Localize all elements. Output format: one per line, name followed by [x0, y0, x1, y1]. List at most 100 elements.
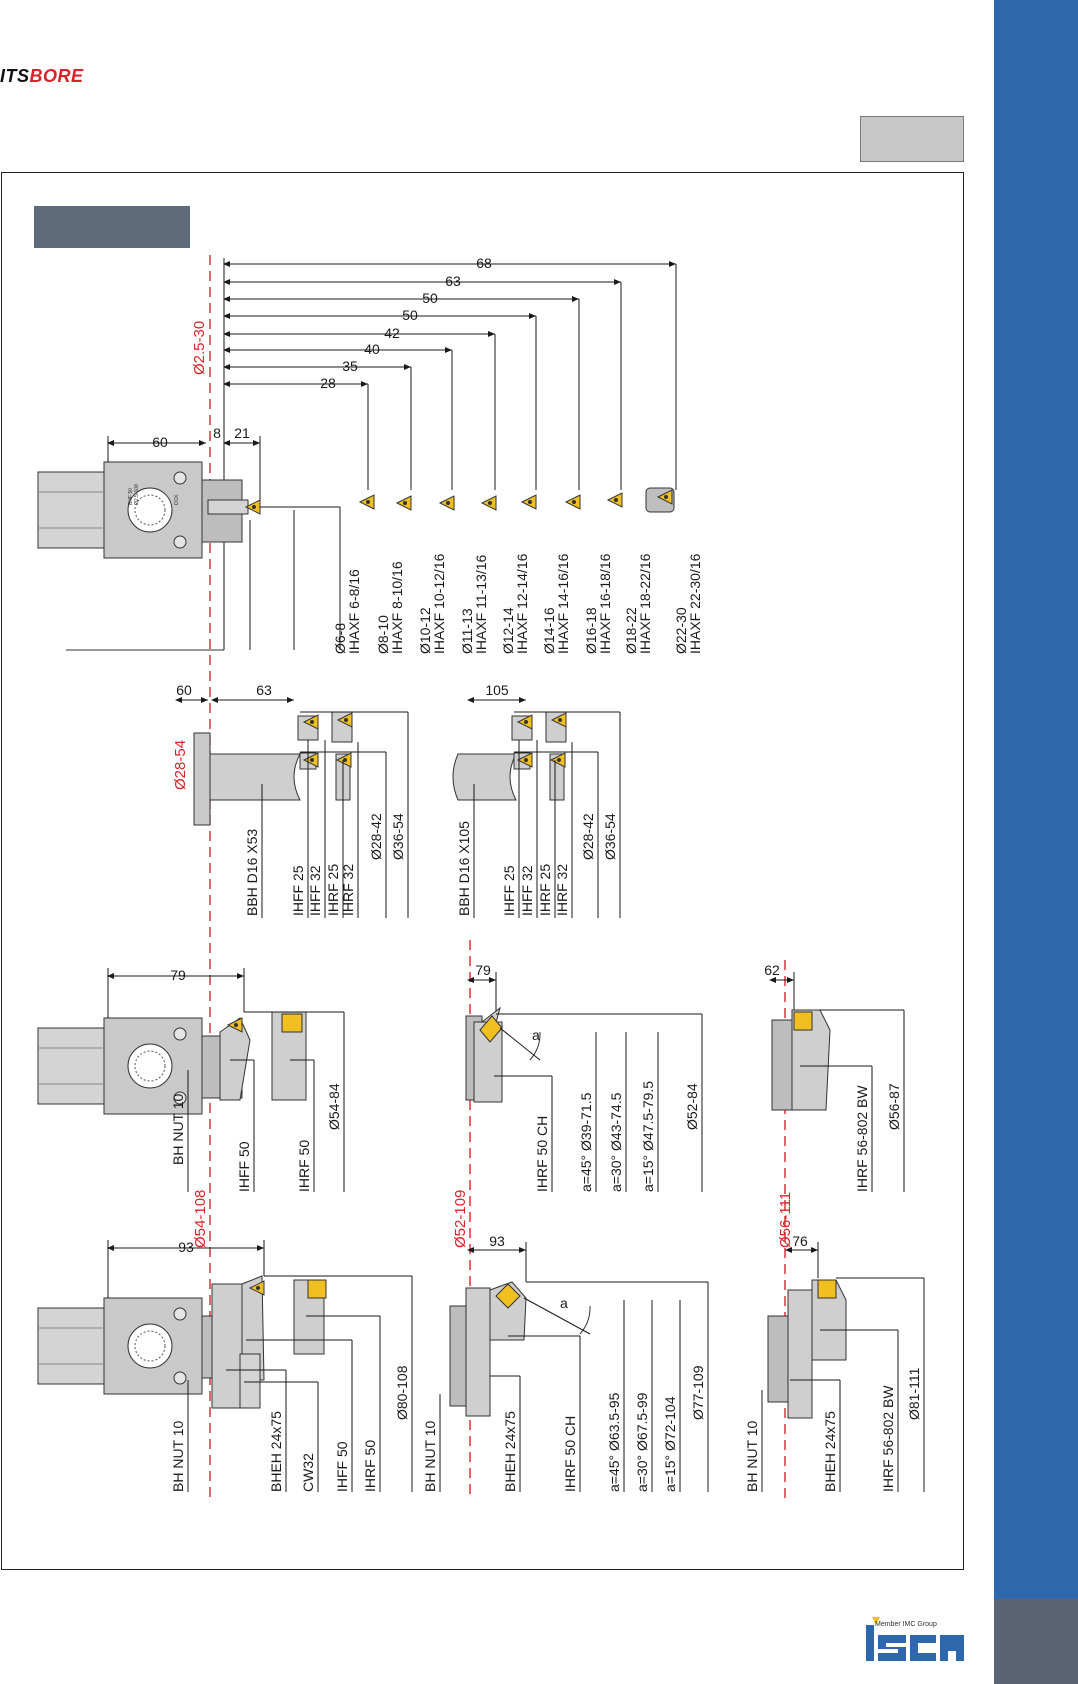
- dim-50b: 50: [402, 307, 418, 323]
- s4c-l1: BHEH 24x75: [822, 1411, 838, 1492]
- s1-dia-0: Ø6-8: [332, 623, 348, 654]
- s1-tool-6: IHAXF 16-18/16: [597, 553, 613, 654]
- s4b-l6: Ø77-109: [690, 1365, 706, 1420]
- s2r-t1: IHFF 32: [519, 865, 535, 916]
- s2r-t2: IHRF 25: [537, 864, 553, 916]
- dim-42: 42: [384, 325, 400, 341]
- s4b-l4: a=30° Ø67.5-99: [634, 1392, 650, 1492]
- s3b-range: Ø52-109: [452, 1190, 469, 1248]
- side-color-bar: [994, 0, 1078, 1684]
- s2l-t2: IHRF 25: [325, 864, 341, 916]
- section-label-box: [34, 206, 190, 248]
- s1-dia-8: Ø22-30: [673, 607, 689, 654]
- s2-dim-60: 60: [176, 682, 192, 698]
- s3a-l0: BH NUT 10: [170, 1093, 186, 1165]
- s4a-l4: IHRF 50: [362, 1440, 378, 1492]
- s3b-labels: IHRF 50 CH a=45° Ø39-71.5 a=30° Ø43-74.5…: [534, 1081, 700, 1192]
- s2-right-holders: [511, 711, 567, 801]
- s1-dia-2: Ø10-12: [417, 607, 433, 654]
- s3a-l3: Ø54-84: [326, 1083, 342, 1130]
- section1-dimensions: [223, 258, 677, 650]
- s2-dim-105: 105: [485, 682, 509, 698]
- s4b-l2: IHRF 50 CH: [562, 1416, 578, 1492]
- s1-dia-3: Ø11-13: [459, 608, 475, 654]
- svg-text:Ø2.5-108: Ø2.5-108: [134, 484, 140, 505]
- s1-tool-7: IHAXF 18-22/16: [637, 553, 653, 654]
- s4c-l2: IHRF 56-802 BW: [880, 1385, 896, 1492]
- section2-range: Ø28-54: [172, 740, 189, 790]
- s4a-l0: BH NUT 10: [170, 1420, 186, 1492]
- dim-60-top: 60: [152, 434, 168, 450]
- s4a-l1: BHEH 24x75: [268, 1411, 284, 1492]
- bar-d16-x105: [452, 753, 517, 801]
- s2-left-labels: BBH D16 X53 IHFF 25 IHFF 32 IHRF 25 IHRF…: [244, 813, 406, 916]
- s3b-l0: IHRF 50 CH: [534, 1116, 550, 1192]
- s3a-labels: BH NUT 10 IHFF 50 IHRF 50 Ø54-84: [170, 1083, 342, 1192]
- s3c-l0: IHRF 56-802 BW: [854, 1085, 870, 1192]
- s2r-t0: IHFF 25: [501, 865, 517, 916]
- dim-68: 68: [476, 255, 492, 271]
- brand-title: ITSBORE: [0, 66, 84, 87]
- dim-35: 35: [342, 358, 358, 374]
- s4a-l3: IHFF 50: [334, 1441, 350, 1492]
- s1-dia-4: Ø12-14: [500, 607, 516, 654]
- s4b-l5: a=15° Ø72-104: [662, 1396, 678, 1492]
- s2l-bar: BBH D16 X53: [244, 829, 260, 916]
- s1-tool-1: IHAXF 8-10/16: [389, 561, 405, 654]
- s4b-l1: BHEH 24x75: [502, 1411, 518, 1492]
- s3b-l3: a=15° Ø47.5-79.5: [640, 1081, 656, 1192]
- s4a-l5: Ø80-108: [394, 1365, 410, 1420]
- page-tab-box: [860, 116, 964, 162]
- s2r-d0: Ø28-42: [580, 813, 596, 860]
- s1-tool-3: IHAXF 11-13/16: [473, 554, 489, 654]
- s2l-d0: Ø28-42: [368, 813, 384, 860]
- dim-21: 21: [234, 425, 250, 441]
- iscar-logo: [866, 1617, 966, 1672]
- s4a-dim: 93: [178, 1239, 194, 1255]
- s1-tool-4: IHAXF 12-14/16: [514, 553, 530, 654]
- s2l-t1: IHFF 32: [307, 865, 323, 916]
- s3c-l1: Ø56-87: [886, 1083, 902, 1130]
- imc-group-tag: Member IMC Group: [875, 1621, 937, 1628]
- s2r-d1: Ø36-54: [602, 813, 618, 860]
- s2l-d1: Ø36-54: [390, 813, 406, 860]
- s4a-l2: CW32: [300, 1453, 316, 1492]
- s3c-dim: 62: [764, 962, 780, 978]
- brand-suffix: BORE: [29, 66, 84, 86]
- s4c-l0: BH NUT 10: [744, 1420, 760, 1492]
- s3b-dim: 79: [475, 962, 491, 978]
- s4c-dim: 76: [792, 1233, 808, 1249]
- s3b-l2: a=30° Ø43-74.5: [608, 1092, 624, 1192]
- s3b-l4: Ø52-84: [684, 1083, 700, 1130]
- section1-dim-labels: 68 63 50 50 42 40 35 28: [320, 255, 492, 391]
- s4b-angle: a: [560, 1295, 568, 1311]
- s3a-l2: IHRF 50: [296, 1140, 312, 1192]
- s1-tool-0: IHAXF 6-8/16: [346, 569, 362, 654]
- brand-prefix: ITS: [0, 66, 30, 86]
- section1-inserts: [359, 487, 675, 513]
- shank-1: [207, 499, 249, 515]
- s1-dia-5: Ø14-16: [541, 607, 557, 654]
- boring-head-4: [37, 1297, 243, 1395]
- head-engraving: BHF 50 Ø2.5-108 DCK: [128, 484, 180, 505]
- section1-range: Ø2.5-30: [191, 321, 208, 375]
- s2-right-labels: BBH D16 X105 IHFF 25 IHFF 32 IHRF 25 IHR…: [456, 813, 618, 916]
- dim-8: 8: [213, 425, 221, 441]
- s1-tool-5: IHAXF 14-16/16: [555, 553, 571, 654]
- s2r-t3: IHRF 32: [554, 864, 570, 916]
- s3a-range: Ø54-108: [192, 1190, 209, 1248]
- s3a-dim: 79: [170, 967, 186, 983]
- s3a-l1: IHFF 50: [236, 1141, 252, 1192]
- s1-dia-1: Ø8-10: [375, 615, 391, 654]
- s4b-dim: 93: [489, 1233, 505, 1249]
- dim-50a: 50: [422, 290, 438, 306]
- s2-dim-63: 63: [256, 682, 272, 698]
- dim-40: 40: [364, 341, 380, 357]
- s4b-l0: BH NUT 10: [422, 1420, 438, 1492]
- s2r-bar: BBH D16 X105: [456, 821, 472, 916]
- side-bottom-block: [994, 1599, 1078, 1684]
- s1-dia-6: Ø16-18: [583, 607, 599, 654]
- boring-head-3: [37, 1017, 243, 1115]
- dim-63: 63: [445, 273, 461, 289]
